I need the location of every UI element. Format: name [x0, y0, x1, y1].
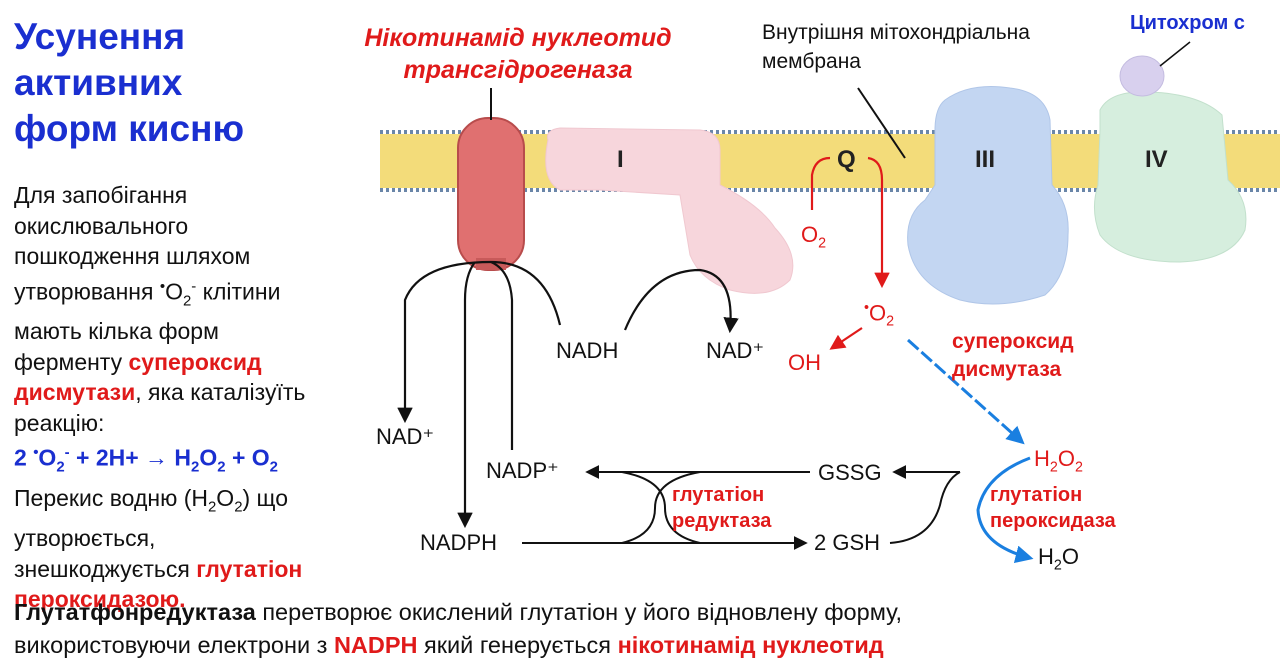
sod-label: супероксид дисмутаза — [952, 330, 1074, 381]
o2-label: O2 — [801, 222, 827, 252]
membrane-pointer — [857, 87, 906, 159]
complex-q-label: Q — [837, 146, 856, 173]
h2o-label: H2O — [1038, 544, 1079, 574]
bottom-line-2: використовуючи електрони з NADPH який ге… — [14, 632, 884, 658]
enzyme-to-nad-left — [397, 260, 492, 424]
bottom-text: Глутатфонредуктаза перетворює окислений … — [14, 596, 902, 662]
gsh-arc — [889, 471, 961, 544]
gpx-arrow — [976, 456, 1034, 564]
q-to-superoxide-arrow — [867, 156, 890, 289]
nadh-arc-arrow — [623, 268, 739, 334]
superoxide-to-oh-arrow — [829, 327, 863, 350]
text-line: ферменту супероксид — [14, 348, 262, 375]
text-line: пошкодження шляхом — [14, 243, 251, 269]
nad-plus-left-label: NAD⁺ — [376, 424, 435, 449]
text-line: Перекис водню (H2O2) що — [14, 485, 289, 516]
title-line-1: Усунення — [14, 16, 186, 57]
complex-iv-label: IV — [1145, 146, 1168, 173]
transhydrogenase-shape — [457, 117, 525, 271]
enzyme-title: Нікотинамід нуклеотид трансгідрогеназа — [364, 24, 672, 84]
complex-iii-shape — [907, 86, 1069, 305]
nadp-plus-label: NADP⁺ — [486, 458, 559, 483]
cytochrome-c-label: Цитохром с — [1130, 12, 1245, 34]
gssg-label: GSSG — [818, 460, 882, 485]
complex-iii-label: III — [975, 146, 996, 173]
cytochrome-c-shape — [1119, 55, 1165, 97]
nadph-label: NADPH — [420, 530, 498, 555]
title-line-2: активних — [14, 62, 183, 103]
complex-i-label: I — [617, 146, 624, 173]
text-line: окислювального — [14, 212, 189, 239]
nadh-to-enzyme-arc — [490, 260, 562, 326]
superoxide-label: •O2 — [864, 300, 895, 330]
gr-label: глутатіон редуктаза — [672, 484, 772, 532]
reaction-equation: 2 •O2- + 2H+ → H2O2 + O2 — [14, 444, 278, 476]
gr-cross-arc-1 — [621, 471, 701, 544]
membrane-label: Внутрішня мітохондріальна мембрана — [762, 21, 1030, 73]
text-line: утворювання •O2- клітини — [14, 277, 281, 309]
gr-cross-arc-2 — [621, 471, 701, 544]
o2-to-q-arrow — [810, 156, 831, 210]
bottom-line-1: Глутатфонредуктаза перетворює окислений … — [14, 599, 903, 625]
page-title: Усунення активних форм кисню — [14, 14, 244, 152]
text-line: Для запобігання — [14, 182, 188, 208]
text-line: дисмутази, яка каталізуїть — [14, 379, 306, 406]
h2o2-label: H2O2 — [1034, 446, 1083, 476]
oh-label: OH — [788, 350, 821, 375]
complex-iv-shape — [1094, 91, 1247, 263]
text-line: утворюється, — [14, 525, 156, 552]
complex-i-shape — [545, 127, 794, 294]
gpx-label: глутатіон пероксидаза — [990, 484, 1116, 532]
sod-arrow — [906, 338, 1025, 445]
nadh-label: NADH — [556, 338, 619, 363]
text-line: пероксидазою. — [14, 586, 186, 613]
nadp-to-enzyme — [490, 260, 514, 450]
explanation-text: Для запобігання окислювального пошкоджен… — [14, 180, 374, 615]
enzyme-to-nadph — [457, 261, 476, 529]
text-line: реакцію: — [14, 409, 105, 436]
nad-plus-right-label: NAD⁺ — [706, 338, 765, 363]
text-line: мають кілька форм — [14, 318, 219, 345]
cytochrome-pointer — [1159, 41, 1191, 67]
text-line: знешкоджується глутатіон — [14, 555, 303, 582]
title-line-3: форм кисню — [14, 108, 245, 149]
gsh-label: 2 GSH — [814, 530, 881, 555]
